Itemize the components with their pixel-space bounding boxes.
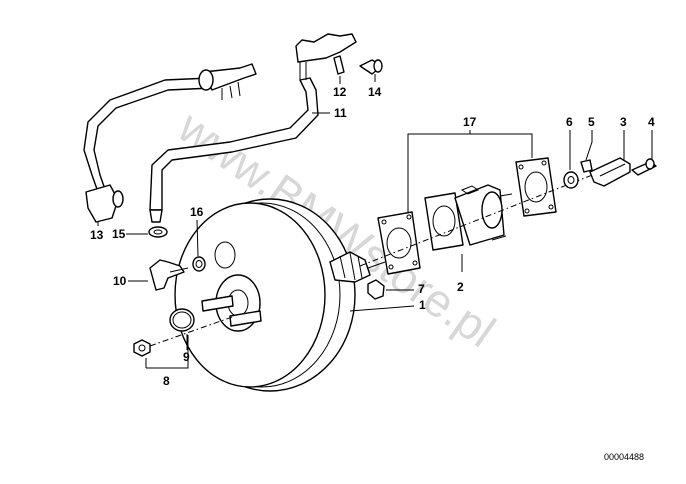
callout-17: 17: [463, 115, 477, 129]
callout-16: 16: [190, 205, 204, 219]
part-8-nut: [133, 339, 151, 357]
part-5-clip: [580, 159, 593, 173]
callout-2: 2: [457, 280, 464, 294]
callout-14: 14: [368, 85, 382, 99]
callout-8: 8: [163, 374, 170, 388]
diagram-reference-number: 00004488: [604, 452, 644, 462]
part-13-hose: [83, 63, 257, 223]
part-2-adapter: [424, 184, 513, 251]
callout-11: 11: [334, 106, 347, 120]
assembly-axis: [359, 171, 601, 267]
part-15-clamp: [148, 226, 168, 238]
part-16-seal: [192, 256, 206, 272]
part-7-nut: [367, 279, 385, 300]
part-11-hose: [149, 77, 319, 223]
callout-6: 6: [566, 115, 573, 129]
callout-labels: 1 2 3 4 5 6 7 8 9 10 11 12 13 14 15 16 1…: [90, 85, 655, 388]
part-10-elbow: [149, 259, 189, 291]
callout-15: 15: [112, 227, 126, 241]
part-3-clevis: [589, 157, 631, 187]
part-9-seal-ring: [169, 308, 195, 332]
part-14-plug: [359, 59, 383, 75]
callout-5: 5: [588, 115, 595, 129]
part-4-pin: [631, 158, 657, 176]
stud-axis: [149, 315, 236, 347]
callout-9: 9: [183, 350, 190, 364]
brake-booster: [174, 198, 386, 392]
callout-1: 1: [419, 298, 426, 312]
callout-4: 4: [648, 115, 655, 129]
leader-lines: [97, 74, 653, 369]
callout-3: 3: [620, 115, 627, 129]
callout-12: 12: [333, 85, 347, 99]
part-12-check-valve: [295, 33, 357, 80]
callout-7: 7: [418, 282, 425, 296]
callout-13: 13: [90, 228, 104, 242]
part-6-bush: [563, 171, 579, 189]
callout-10: 10: [113, 274, 127, 288]
